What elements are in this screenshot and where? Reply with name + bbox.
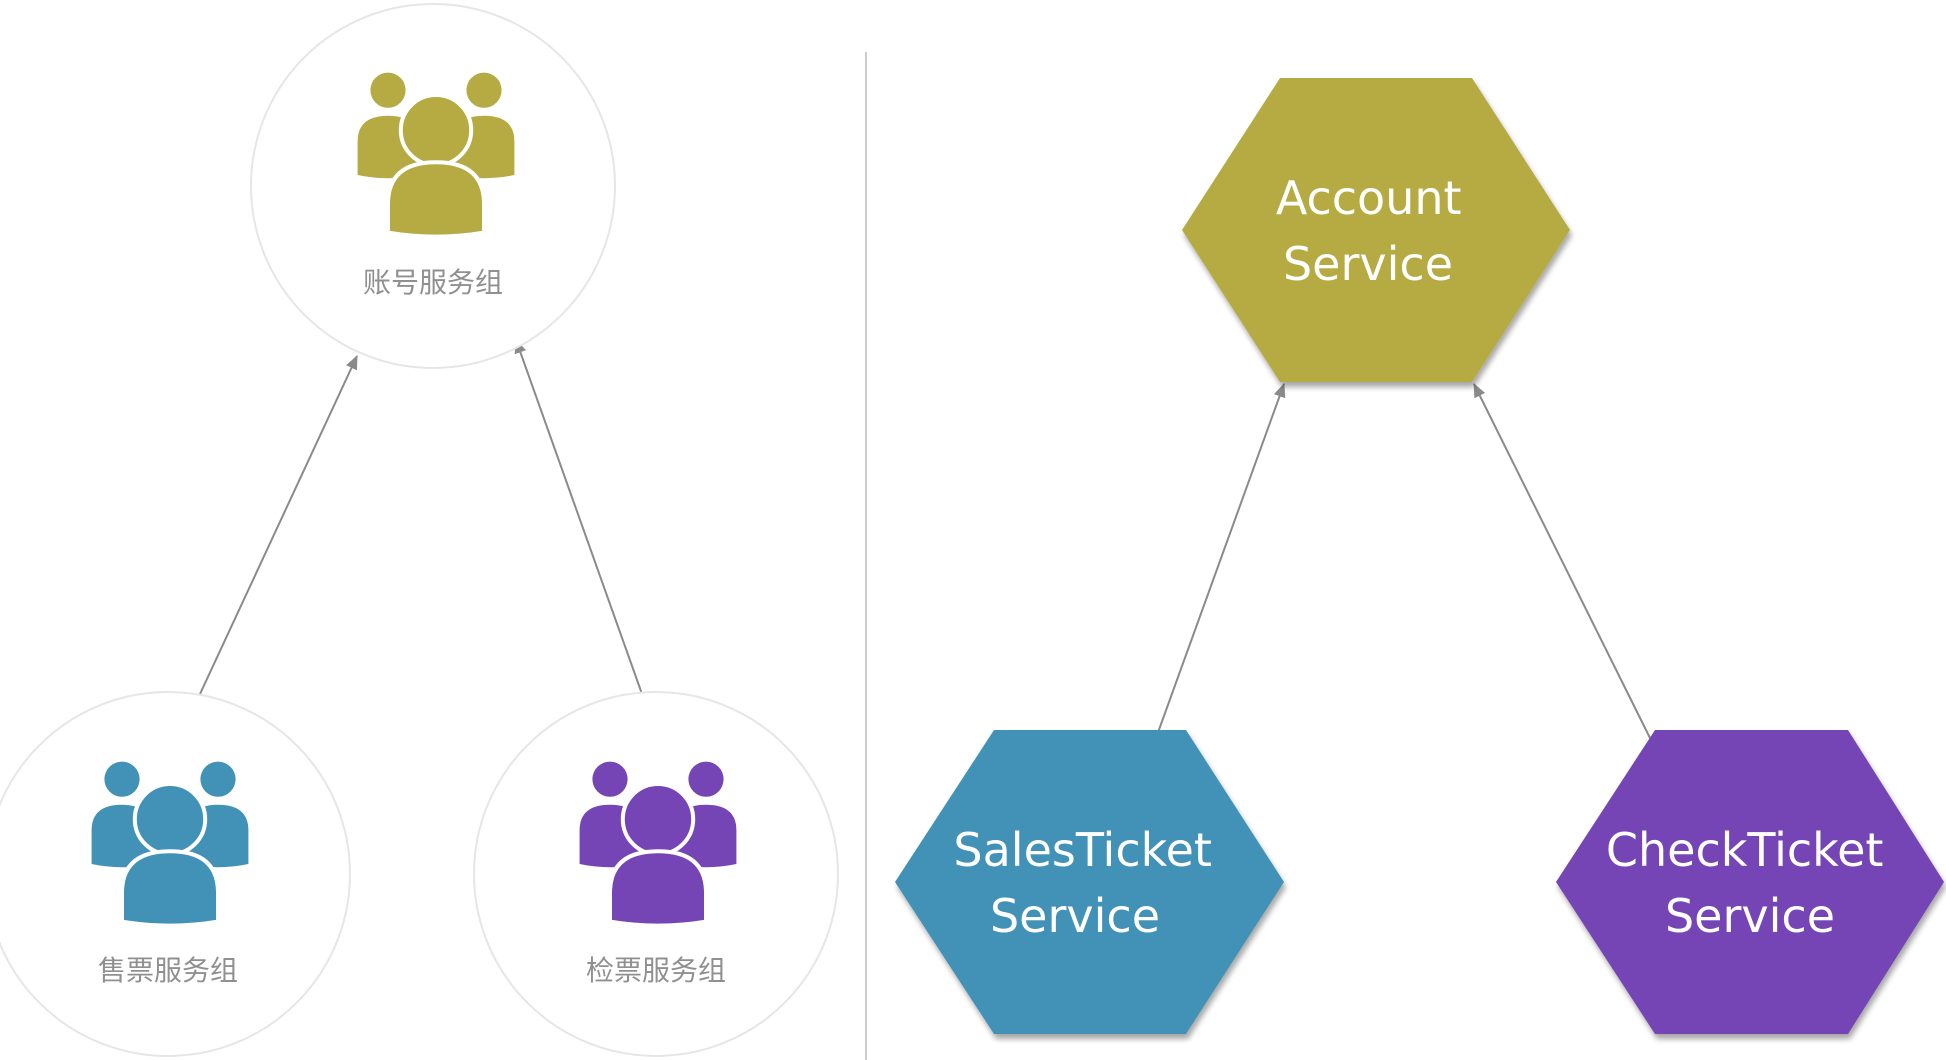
group-node-check: 检票服务组 xyxy=(473,691,839,1057)
group-label-check: 检票服务组 xyxy=(586,954,726,987)
service-label-check: CheckTicket Service xyxy=(1606,823,1898,943)
service-label-line: Account xyxy=(1276,171,1462,225)
edge-check-service-to-account-service xyxy=(1473,383,1651,739)
group-label-account: 账号服务组 xyxy=(363,266,503,299)
service-label-line: Service xyxy=(1283,237,1453,291)
service-hexagon xyxy=(895,730,1284,1034)
service-edges xyxy=(1155,383,1651,739)
edge-check-to-account xyxy=(514,339,643,695)
service-hexagon xyxy=(1556,730,1944,1034)
service-label-line: SalesTicket xyxy=(953,823,1212,877)
right-panel-services: Account Service SalesTicket Service Chec… xyxy=(895,78,1944,1034)
service-hexagon xyxy=(1182,78,1570,382)
service-label-line: Service xyxy=(1665,889,1835,943)
service-label-account: Account Service xyxy=(1276,171,1476,291)
edge-sales-service-to-account-service xyxy=(1155,383,1286,739)
group-edges xyxy=(199,339,643,695)
group-label-sales: 售票服务组 xyxy=(98,954,238,987)
service-node-check: CheckTicket Service xyxy=(1556,730,1944,1034)
service-label-sales: SalesTicket Service xyxy=(953,823,1226,943)
service-label-line: CheckTicket xyxy=(1606,823,1884,877)
edge-sales-to-account xyxy=(199,355,358,695)
service-node-account: Account Service xyxy=(1182,78,1570,382)
service-label-line: Service xyxy=(990,889,1160,943)
group-node-account: 账号服务组 xyxy=(250,3,616,369)
left-panel-team-groups: 账号服务组 售票服务组 检票服务组 xyxy=(0,3,839,1057)
group-node-sales: 售票服务组 xyxy=(0,691,351,1057)
service-node-sales: SalesTicket Service xyxy=(895,730,1284,1034)
